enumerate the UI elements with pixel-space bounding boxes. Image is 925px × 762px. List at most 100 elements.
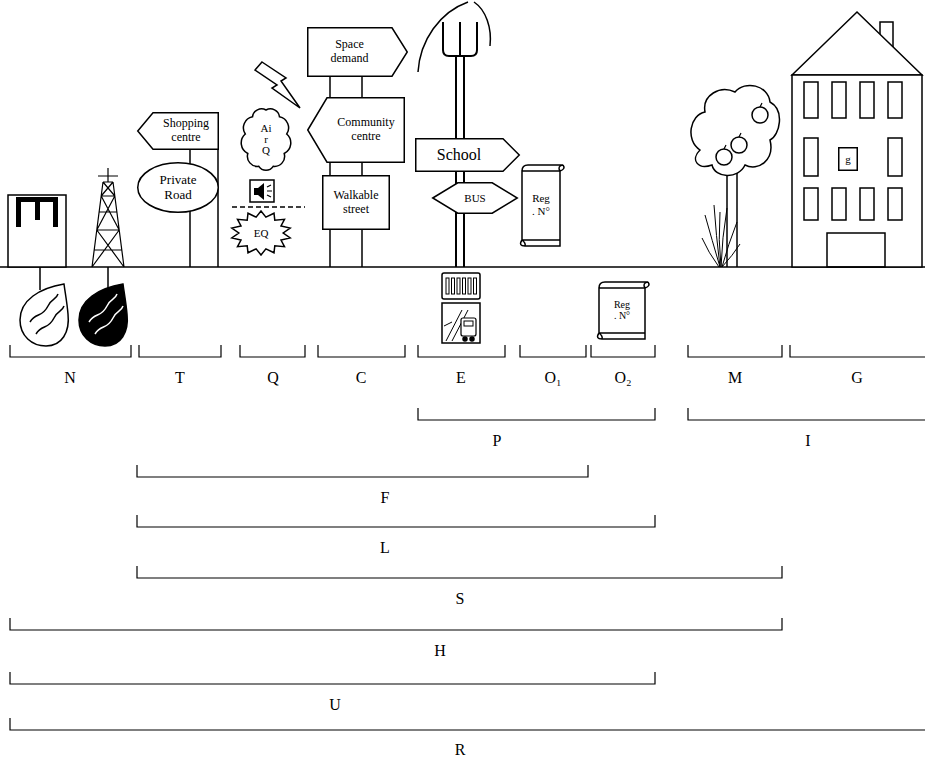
energy-drop [20, 284, 68, 346]
sign-text: BUS [464, 192, 485, 205]
bracket-letter: U [329, 697, 341, 713]
bracket-letter: I [805, 433, 810, 449]
bracket [240, 345, 305, 357]
speaker-cone [258, 183, 264, 200]
register-scroll: Reg . N° [594, 280, 650, 340]
road-sign: Private Road [137, 162, 219, 213]
bus-sign: BUS [432, 182, 518, 214]
bracket-letter: M [728, 370, 742, 386]
train-window [464, 321, 473, 326]
window [860, 82, 874, 118]
bracket [137, 566, 782, 578]
direction-sign: Community centre [307, 97, 405, 163]
noise-burst-border [232, 211, 290, 255]
bracket-letter: C [356, 370, 367, 386]
grate-bar [474, 278, 477, 294]
bracket-letter: N [64, 370, 76, 386]
direction-sign-border [416, 139, 520, 172]
box-switch [35, 202, 40, 220]
bracket [10, 718, 925, 730]
direction-sign-border [308, 28, 408, 77]
bracket [591, 345, 655, 357]
sign-text: Ai r Q [260, 123, 273, 156]
box-panel [16, 197, 58, 227]
window-sign-border [839, 148, 858, 171]
speaker-body [254, 188, 258, 195]
bracket-letter: Q [267, 370, 279, 386]
bracket-letter: S [456, 591, 465, 607]
window-sign: g [838, 147, 858, 171]
grate-icon [442, 273, 480, 299]
bracket [10, 618, 782, 630]
train-wheel [470, 337, 474, 341]
cable [107, 267, 109, 289]
bracket [688, 408, 925, 420]
bracket-letter: R [455, 742, 466, 758]
window [888, 82, 902, 118]
bracket [137, 465, 588, 477]
tree-crown [691, 85, 780, 175]
bracket-letter: O₂ [614, 370, 631, 386]
air-quality-cloud-border [241, 109, 291, 170]
grate-bar [468, 278, 471, 294]
bus-sign-border [433, 183, 518, 214]
window [804, 138, 818, 176]
bracket-letter: F [381, 490, 390, 506]
register-scroll-border [598, 282, 649, 339]
bracket [318, 345, 405, 357]
bracket [139, 345, 221, 357]
grate-bar [457, 278, 460, 294]
sign-text: EQ [254, 227, 269, 240]
train-wheel [463, 337, 467, 341]
window [832, 82, 846, 118]
apple [752, 107, 768, 123]
bracket-letter: E [456, 370, 466, 386]
apple-stems [724, 103, 762, 149]
building [792, 75, 922, 267]
tree-trunk [736, 160, 738, 267]
bracket-letter: G [851, 370, 863, 386]
sign-text: Private Road [155, 173, 201, 203]
bracket [688, 345, 782, 357]
sign-post [329, 60, 331, 267]
dashed-divider [232, 206, 305, 208]
speaker-frame [250, 180, 274, 202]
drop-wave [36, 306, 64, 334]
grate-bar [463, 278, 466, 294]
door [827, 233, 885, 267]
sign-text: Shopping centre [159, 117, 214, 145]
sign-text: School [428, 146, 490, 164]
electric-box [8, 195, 66, 267]
sign-post [217, 150, 219, 267]
sign-text: Space demand [324, 38, 376, 66]
bracket [520, 345, 586, 357]
bracket [10, 672, 655, 684]
grass [702, 205, 740, 267]
noise-burst: EQ [230, 210, 292, 256]
bracket [137, 515, 655, 527]
sign-text: g [845, 153, 851, 166]
bracket [10, 345, 131, 357]
cable [39, 267, 41, 290]
window [888, 138, 902, 176]
direction-sign: Shopping centre [137, 112, 219, 150]
apple [731, 137, 747, 153]
bracket [418, 408, 655, 420]
bracket-letter: P [493, 433, 502, 449]
window [888, 188, 902, 220]
lightning-bolt [255, 62, 300, 108]
sound-waves [267, 185, 272, 197]
sign-text: Reg . N° [531, 192, 551, 217]
drop-wave [95, 306, 123, 334]
sign-text: Reg . N° [613, 299, 631, 322]
apple [716, 149, 732, 165]
street-sign: Walkable street [322, 175, 390, 230]
pole-fork [443, 22, 477, 56]
bracket-letter: O₁ [544, 370, 561, 386]
sign-post [361, 60, 363, 267]
power-pylon [92, 168, 124, 267]
window [804, 188, 818, 220]
direction-sign-border [138, 113, 219, 150]
bracket-letter: L [380, 540, 390, 556]
window [832, 188, 846, 220]
